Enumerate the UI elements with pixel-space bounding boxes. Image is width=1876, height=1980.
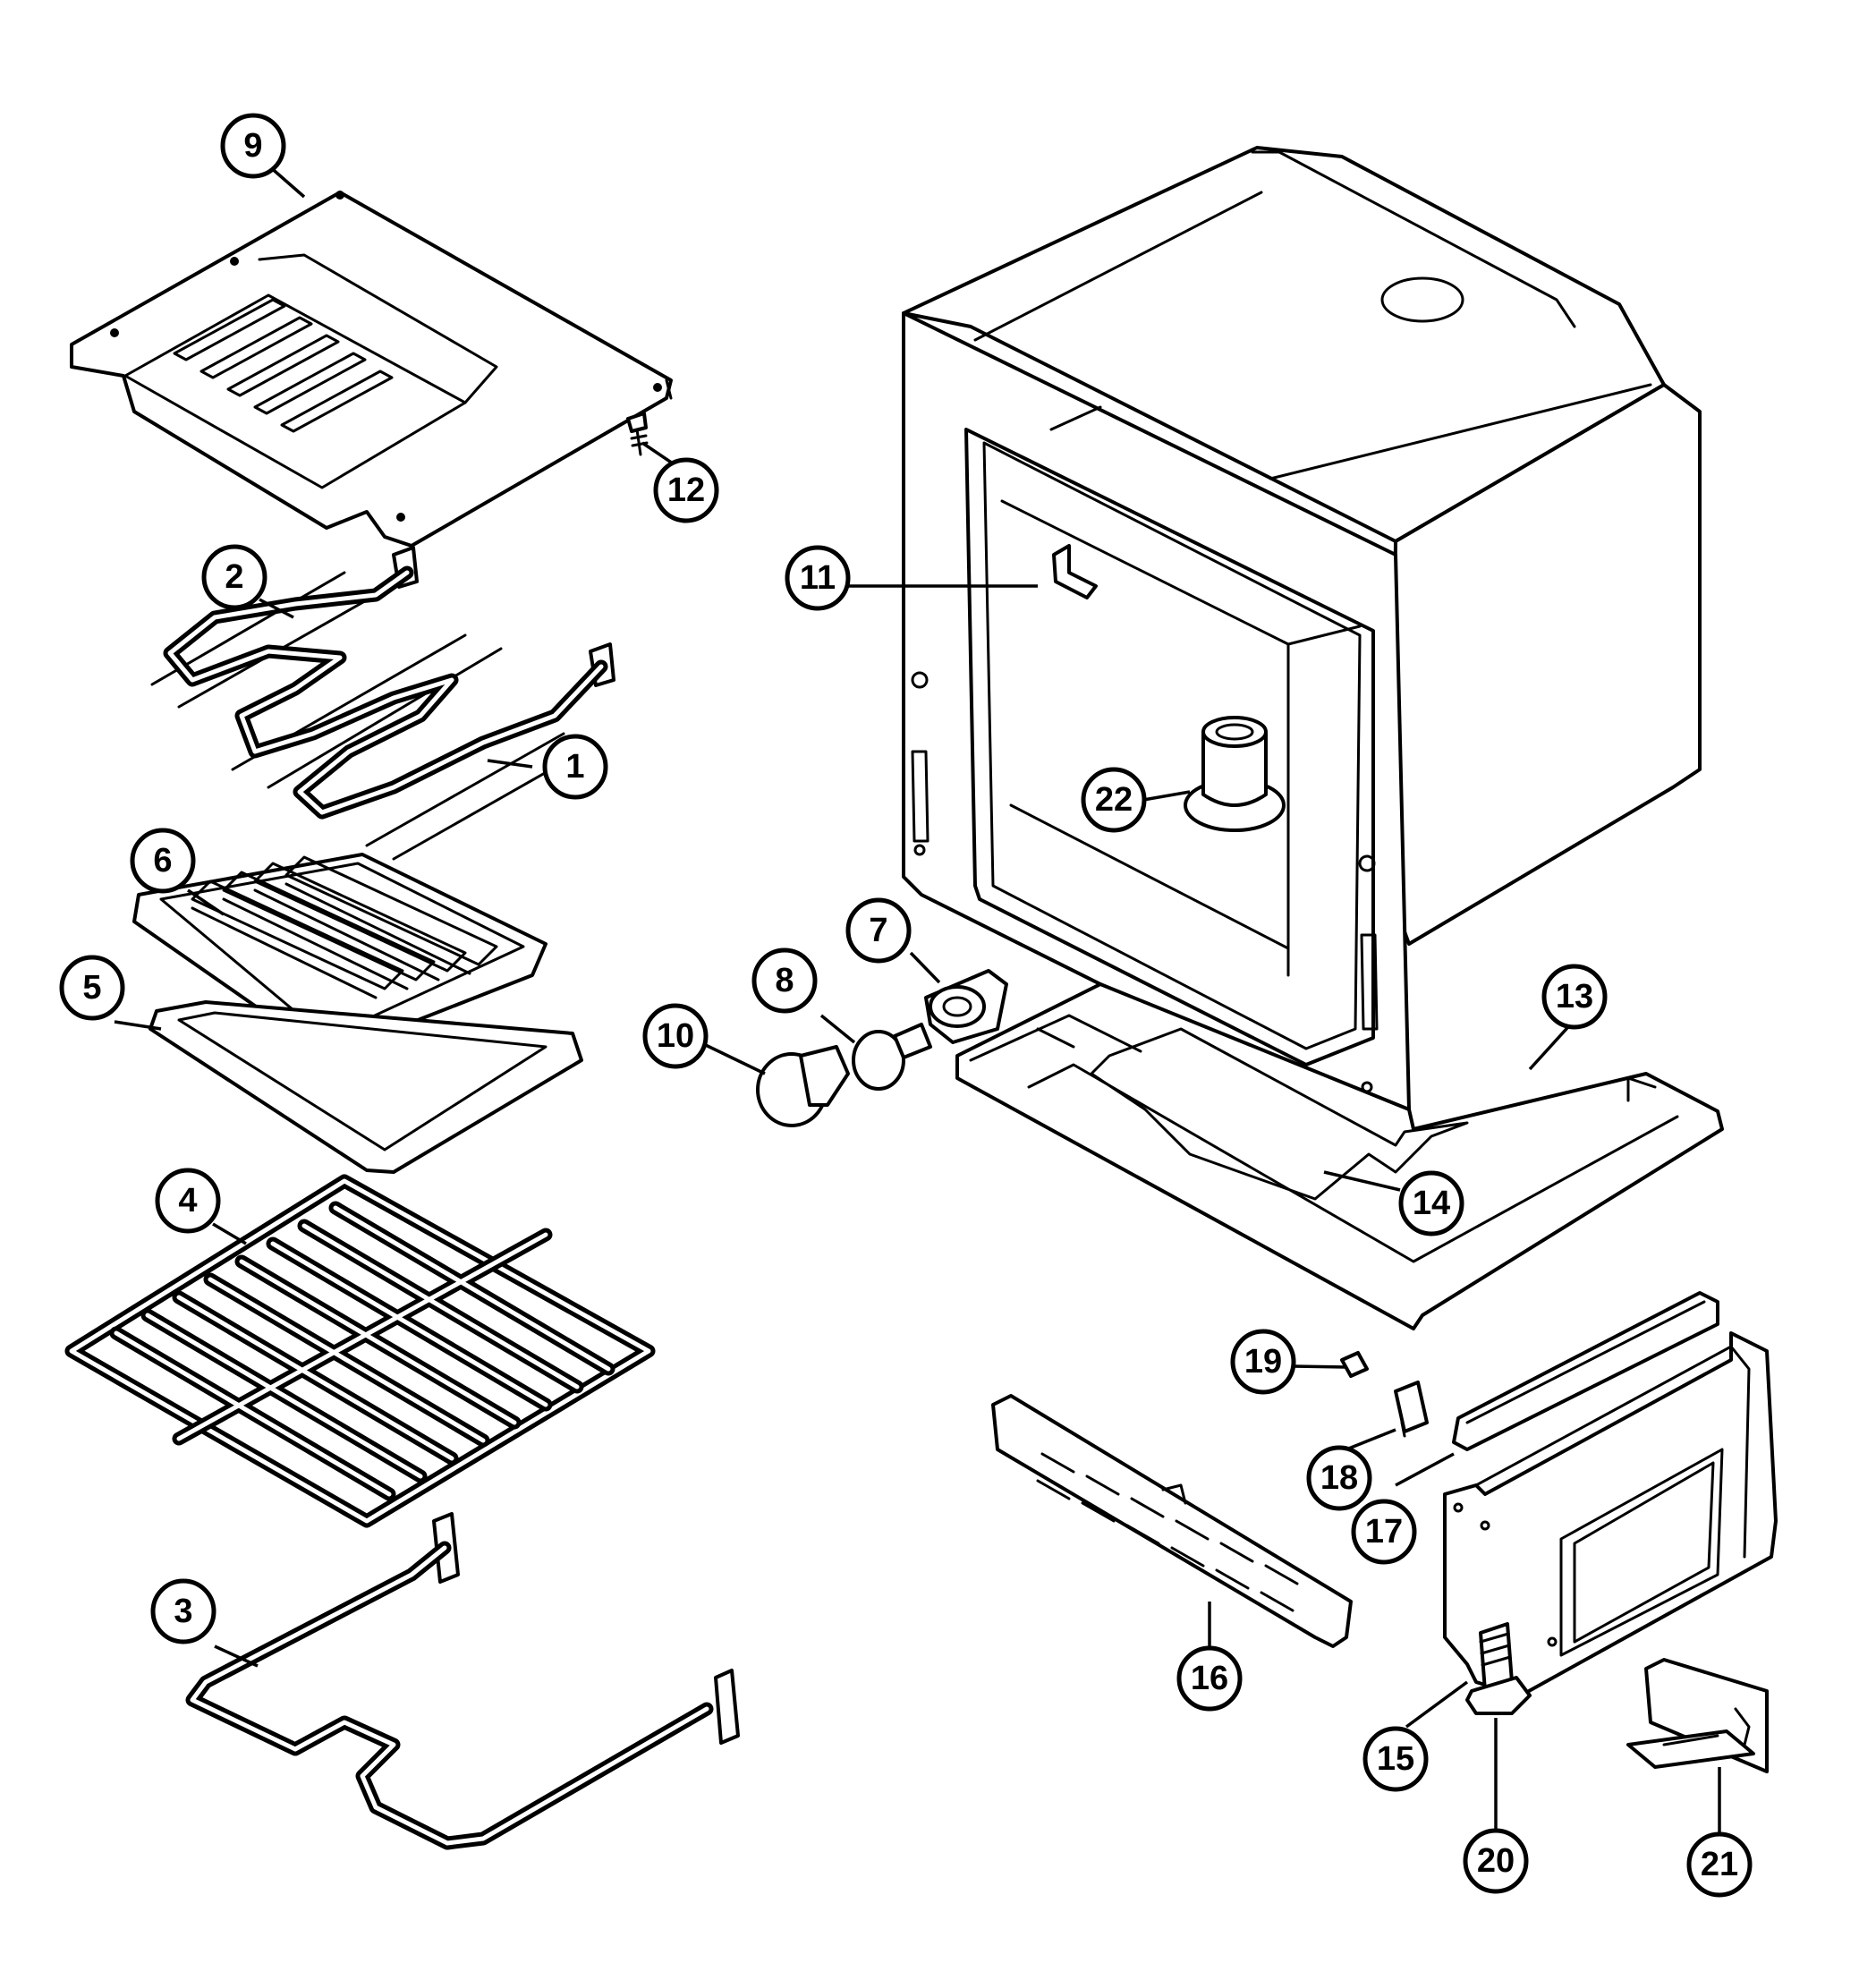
svg-text:1: 1: [565, 748, 584, 786]
clip-18-part: [1394, 1381, 1429, 1438]
broiler-grid-part: [132, 853, 548, 1058]
svg-text:20: 20: [1477, 1842, 1515, 1880]
svg-text:11: 11: [800, 559, 836, 597]
lens-part: [756, 1045, 850, 1127]
clip-11-part: [1052, 544, 1098, 599]
bulb-part: [852, 1023, 932, 1091]
svg-text:18: 18: [1320, 1459, 1358, 1497]
svg-text:19: 19: [1244, 1343, 1282, 1381]
callout-10: 10: [642, 1003, 709, 1069]
bake-element-part: [185, 1512, 740, 1850]
callout-11: 11: [785, 545, 851, 611]
lamp-socket-part: [924, 969, 1008, 1044]
top-panel-part: [70, 191, 673, 548]
screw-19-part: [1340, 1351, 1369, 1378]
svg-text:2: 2: [225, 558, 243, 596]
svg-text:21: 21: [1701, 1846, 1738, 1883]
callout-14: 14: [1398, 1170, 1464, 1236]
oven-rack-part: [64, 1174, 656, 1528]
svg-text:4: 4: [178, 1182, 197, 1219]
callout-7: 7: [845, 897, 912, 964]
callout-13: 13: [1541, 964, 1608, 1030]
callout-22: 22: [1081, 767, 1147, 833]
oven-bottom-part: [955, 982, 1724, 1330]
svg-text:7: 7: [869, 912, 887, 949]
callout-21: 21: [1686, 1831, 1753, 1898]
callout-3: 3: [150, 1578, 216, 1644]
svg-text:15: 15: [1377, 1740, 1414, 1778]
svg-text:10: 10: [657, 1017, 694, 1055]
callout-20: 20: [1463, 1828, 1529, 1894]
svg-text:8: 8: [775, 962, 794, 999]
callout-16: 16: [1176, 1645, 1243, 1712]
svg-text:16: 16: [1191, 1660, 1228, 1697]
svg-text:13: 13: [1556, 978, 1593, 1015]
bracket-17-part: [1452, 1291, 1719, 1451]
toe-plate-part: [991, 1394, 1353, 1648]
callout-9: 9: [220, 113, 286, 179]
callout-1: 1: [542, 734, 608, 800]
callout-15: 15: [1362, 1726, 1429, 1792]
broil-element-part: [150, 546, 615, 861]
svg-text:3: 3: [174, 1593, 192, 1630]
svg-text:22: 22: [1095, 781, 1133, 819]
callout-17: 17: [1351, 1499, 1417, 1565]
callout-4: 4: [155, 1168, 221, 1234]
svg-text:17: 17: [1365, 1513, 1403, 1551]
svg-text:5: 5: [82, 969, 101, 1007]
callout-2: 2: [201, 544, 267, 610]
svg-text:9: 9: [243, 127, 262, 165]
callout-8: 8: [751, 948, 818, 1014]
flue-22-part: [1184, 716, 1286, 832]
anti-tip-bracket-part: [1626, 1658, 1769, 1773]
drawer-body-part: [1443, 1331, 1778, 1697]
callout-5: 5: [59, 955, 125, 1021]
callout-12: 12: [653, 457, 719, 523]
svg-text:12: 12: [667, 472, 705, 509]
screw-12-part: [626, 412, 649, 456]
svg-text:14: 14: [1413, 1185, 1450, 1222]
broiler-pan-part: [149, 1000, 583, 1174]
callout-19: 19: [1230, 1329, 1296, 1395]
svg-text:6: 6: [153, 842, 172, 880]
leveling-leg-part: [1465, 1622, 1532, 1715]
callout-18: 18: [1306, 1445, 1372, 1511]
callout-6: 6: [130, 828, 196, 894]
